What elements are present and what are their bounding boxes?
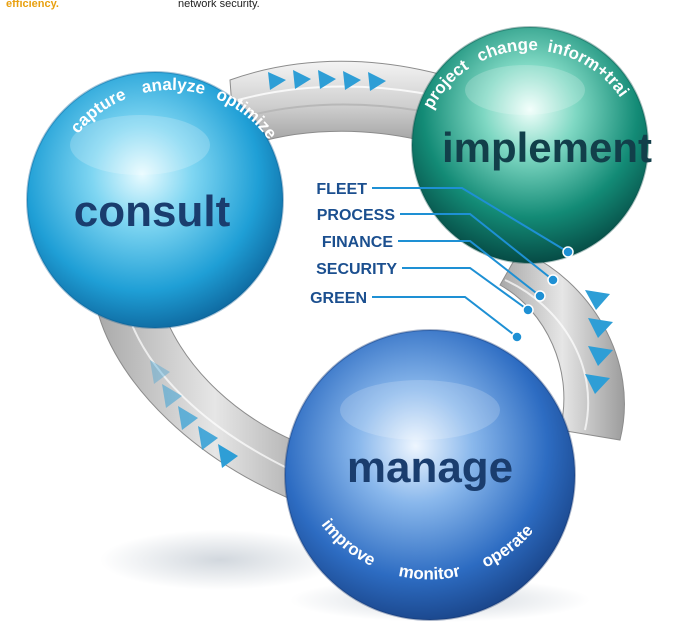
arrow-top-2: [293, 70, 311, 89]
arrow-top-1: [268, 72, 286, 90]
arrow-left-1: [150, 360, 170, 384]
arrow-left-2: [162, 384, 182, 408]
manage-arc-word-2: monitor: [397, 561, 462, 583]
consult-arc-word-2: analyze: [140, 75, 207, 98]
implement-sphere-gloss: [465, 65, 585, 115]
arrow-right-1: [585, 290, 610, 310]
top-caption-left: efficiency.: [6, 0, 59, 10]
dot-green: [511, 331, 523, 343]
arrow-top-5: [368, 72, 386, 91]
ground-shadow: [100, 530, 340, 590]
band-right: [499, 249, 625, 441]
arrow-group-left: [150, 360, 238, 468]
category-connectors: [372, 187, 569, 338]
arrow-group-right: [585, 290, 613, 394]
arrow-right-3: [588, 346, 613, 366]
arrow-right-4: [585, 374, 610, 394]
connector-finance: [398, 240, 541, 297]
manage-title: manage: [347, 443, 513, 492]
connector-security: [402, 267, 529, 311]
consult-sphere: [27, 72, 283, 328]
implement-sphere-rim: [411, 26, 649, 264]
consult-sphere-gloss: [70, 115, 210, 175]
manage-sphere-gloss: [340, 380, 500, 440]
consult-arc-word-2-wrap: analyze: [140, 75, 207, 98]
implement-title: implement: [442, 124, 652, 171]
dot-finance: [534, 290, 546, 302]
connector-green: [372, 296, 518, 338]
arrow-left-5: [218, 444, 238, 468]
manage-arc-word-2-wrap: monitor: [397, 561, 462, 583]
category-label-security: SECURITY: [316, 261, 397, 278]
arrow-group-top: [268, 70, 386, 91]
dot-fleet: [562, 246, 574, 258]
connector-process: [400, 213, 554, 281]
dot-process: [547, 274, 559, 286]
dot-security: [522, 304, 534, 316]
category-label-process: PROCESS: [317, 207, 396, 224]
top-caption-right: network security.: [178, 0, 260, 10]
band-right-highlight: [504, 279, 590, 431]
band-left-highlight: [124, 304, 326, 486]
consult-title: consult: [74, 187, 231, 236]
category-label-fleet: FLEET: [316, 181, 367, 198]
consult-sphere-rim: [26, 71, 284, 329]
arrow-top-3: [318, 70, 336, 89]
arrow-top-4: [343, 71, 361, 90]
category-labels: FLEET PROCESS FINANCE SECURITY GREEN: [310, 181, 397, 307]
manage-sphere: [285, 330, 575, 620]
arrow-left-4: [198, 426, 218, 450]
connector-dots: [511, 246, 574, 343]
manage-sphere-rim: [284, 329, 576, 621]
category-label-green: GREEN: [310, 290, 367, 307]
implement-sphere: [412, 27, 648, 263]
arrow-left-3: [178, 406, 198, 430]
category-label-finance: FINANCE: [322, 234, 393, 251]
arrow-right-2: [588, 318, 613, 338]
connector-fleet: [372, 187, 569, 253]
